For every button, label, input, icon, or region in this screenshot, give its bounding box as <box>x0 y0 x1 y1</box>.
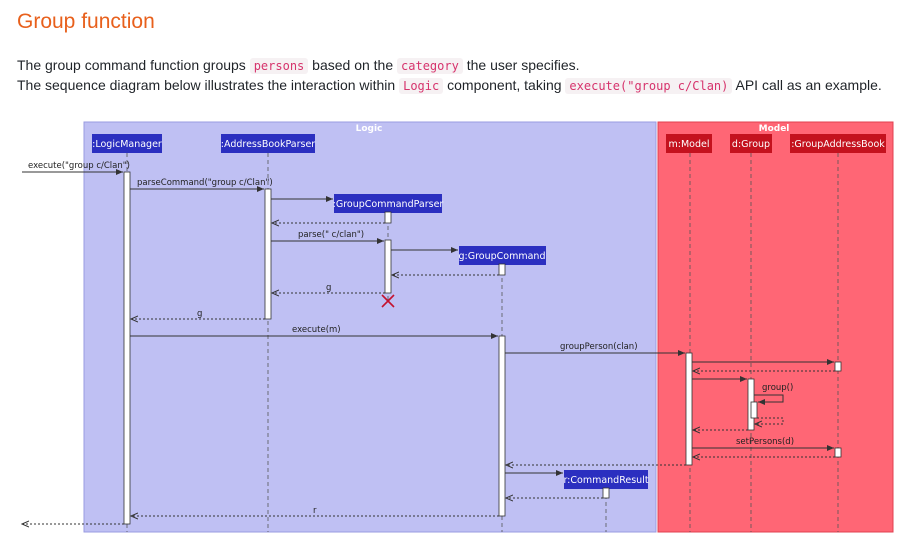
return-group-self <box>755 417 784 424</box>
participant-group-command-parser <box>334 194 442 213</box>
model-frame-title: Model <box>759 124 790 134</box>
participant-group-address-book-label: :GroupAddressBook <box>791 139 885 150</box>
label-set-persons: setPersons(d) <box>736 437 794 447</box>
participant-group <box>730 134 772 153</box>
activation-model <box>685 352 693 466</box>
label-execute-m: execute(m) <box>292 325 341 335</box>
destroy-mark-icon <box>381 294 395 308</box>
participant-command-result <box>564 470 648 489</box>
participant-group-command-label: g:GroupCommand <box>459 251 546 262</box>
return-arrows <box>22 223 835 524</box>
label-group-person: groupPerson(clan) <box>560 342 638 352</box>
logic-frame-title: Logic <box>356 124 383 134</box>
inline-code-category: category <box>397 58 463 74</box>
description-paragraph-2: The sequence diagram below illustrates t… <box>17 75 882 96</box>
label-return-g-2: g <box>197 309 202 319</box>
participant-address-book-parser <box>221 134 315 153</box>
participant-group-address-book <box>790 134 886 153</box>
activation-command-result <box>602 487 610 499</box>
paragraph-text: component, taking <box>443 77 566 93</box>
participant-logic-manager <box>92 134 162 153</box>
label-return-g-1: g <box>326 283 331 293</box>
label-execute-call: execute("group c/Clan") <box>28 161 130 171</box>
participant-address-book-parser-label: :AddressBookParser <box>221 139 316 150</box>
participant-command-result-label: r:CommandResult <box>563 475 648 486</box>
inline-code-execute: execute("group c/Clan) <box>565 78 733 94</box>
participant-model-label: m:Model <box>669 139 710 150</box>
paragraph-text: API call as an example. <box>732 77 882 93</box>
inline-code-persons: persons <box>249 58 309 74</box>
activation-group-command-parser-2 <box>384 239 392 294</box>
participant-group-command-parser-label: :GroupCommandParser <box>333 199 444 210</box>
participant-group-label: d:Group <box>732 139 770 150</box>
participant-model <box>666 134 712 153</box>
participant-group-command <box>459 246 546 265</box>
label-return-r: r <box>313 506 317 516</box>
label-parse: parse(" c/clan") <box>298 230 364 240</box>
label-group-call: group() <box>762 383 793 393</box>
paragraph-text: based on the <box>308 57 398 73</box>
activation-logic-manager <box>123 171 131 525</box>
activation-bars <box>123 171 842 525</box>
activation-group-command-parser-1 <box>384 211 392 224</box>
logic-frame <box>83 121 657 533</box>
page-title: Group function <box>17 10 155 33</box>
activation-gab-1 <box>834 361 842 372</box>
model-frame <box>657 121 894 533</box>
participant-logic-manager-label: :LogicManager <box>92 139 162 150</box>
activation-group-2 <box>750 401 758 419</box>
label-parse-command: parseCommand("group c/Clan") <box>137 178 273 188</box>
activation-address-book-parser <box>264 188 272 320</box>
activation-group-command-1 <box>498 263 506 276</box>
arrow-group-self-call <box>754 394 784 405</box>
paragraph-text: The sequence diagram below illustrates t… <box>17 77 400 93</box>
description-paragraph-1: The group command function groups person… <box>17 55 580 76</box>
call-arrows <box>22 169 834 476</box>
paragraph-text: the user specifies. <box>462 57 580 73</box>
inline-code-logic: Logic <box>399 78 444 94</box>
activation-group-command-2 <box>498 335 506 517</box>
paragraph-text: The group command function groups <box>17 57 250 73</box>
activation-gab-2 <box>834 447 842 458</box>
